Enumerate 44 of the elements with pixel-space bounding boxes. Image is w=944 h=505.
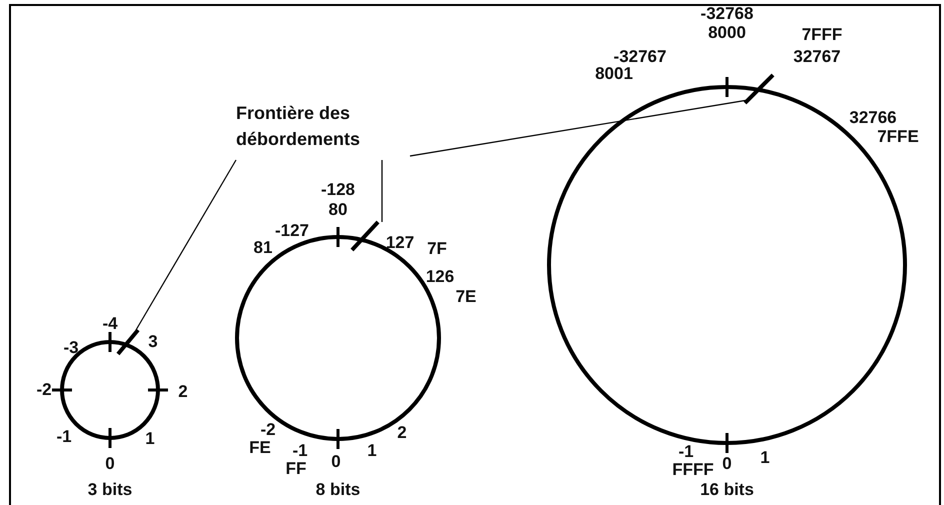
scale-value: 126 <box>426 268 454 286</box>
scale-value: -1 <box>56 428 72 446</box>
scale-value: FE <box>249 439 271 457</box>
scale-value: 7E <box>456 288 476 306</box>
leader-line <box>135 160 237 330</box>
scale-value: -128 <box>320 181 356 199</box>
scale-value: -1 <box>678 443 694 461</box>
scale-value: 8000 <box>708 24 746 42</box>
scale-value: 1 <box>760 449 770 467</box>
scale-value: 8001 <box>595 65 633 83</box>
scale-value: 7FFE <box>877 128 919 146</box>
scale-value: 7F <box>427 240 447 258</box>
overflow-boundary-mark <box>743 73 775 105</box>
scale-value: -1 <box>292 442 308 460</box>
scale-value: -3 <box>63 339 79 357</box>
scale-value: -4 <box>102 315 118 333</box>
overflow-boundary-mark <box>116 328 140 356</box>
scale-value: 80 <box>328 201 348 219</box>
scale-value: 0 <box>331 453 341 471</box>
scale-value: 0 <box>105 455 115 473</box>
bit-width-caption: 16 bits <box>700 481 754 499</box>
scale-value: -32768 <box>700 5 754 23</box>
scale-value: 127 <box>386 234 414 252</box>
scale-value: -32767 <box>614 48 666 66</box>
scale-value: 1 <box>367 442 377 460</box>
scale-value: 0 <box>722 455 732 473</box>
leader-line <box>381 160 383 222</box>
scale-value: 32766 <box>849 109 897 127</box>
callout-text: Frontière des débordements <box>236 100 406 152</box>
scale-value: -2 <box>36 381 52 399</box>
scale-value: -127 <box>274 222 310 240</box>
scale-value: 81 <box>254 239 272 257</box>
scale-value: FFFF <box>672 461 714 479</box>
overflow-boundary-mark <box>350 220 380 252</box>
bit-width-caption: 3 bits <box>88 481 132 499</box>
scale-value: -2 <box>260 421 276 439</box>
scale-value: 32767 <box>793 48 841 66</box>
scale-value: 7FFF <box>802 26 842 44</box>
bit-width-caption: 8 bits <box>316 481 360 499</box>
scale-value: 1 <box>145 430 155 448</box>
scale-value: FF <box>286 460 306 478</box>
scale-value: 2 <box>178 383 188 401</box>
scale-value: 2 <box>397 424 407 442</box>
scale-value: 3 <box>148 333 158 351</box>
